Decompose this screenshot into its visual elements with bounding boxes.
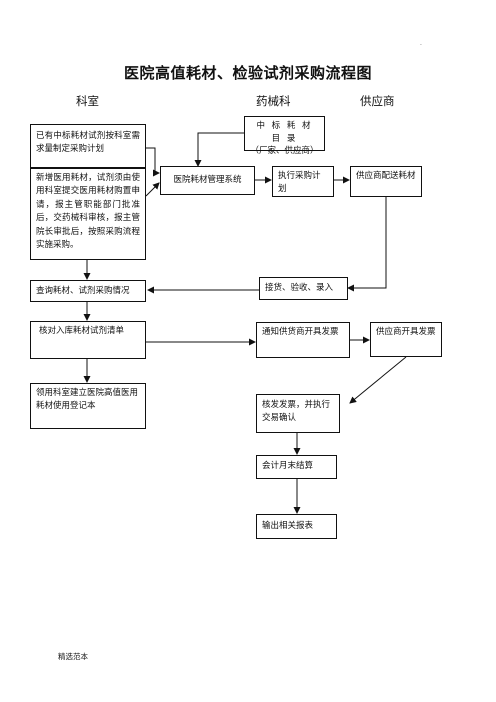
register-box: 领用科室建立医院高值医用耗材使用登记本 <box>30 383 146 429</box>
arrow-catalog-to-system <box>194 132 244 167</box>
notify-invoice-box: 通知供货商开具发票 <box>256 322 350 358</box>
check-list-box: 核对入库耗材试剂清单 <box>30 321 146 359</box>
catalog-subtitle: （厂家、供应商） <box>250 146 319 156</box>
arrow-existing-to-system <box>145 147 160 177</box>
query-box: 查询耗材、试剂采购情况 <box>30 280 146 302</box>
arrow-supplier-invoice-to-verify <box>349 356 407 404</box>
catalog-title: 中 标 耗 材 目 录 <box>256 121 313 144</box>
month-settle-box: 会计月末结算 <box>256 455 337 479</box>
column-header-department: 科室 <box>76 94 99 108</box>
execute-plan-box: 执行采购计划 <box>272 166 334 197</box>
arrow-deliver-to-receive <box>347 196 387 292</box>
catalog-box: 中 标 耗 材 目 录 （厂家、供应商） <box>244 116 325 156</box>
receive-box: 接货、验收、录入 <box>259 277 348 300</box>
supplier-deliver-box: 供应商配送耗材 <box>350 166 422 197</box>
new-request-box: 新增医用耗材，试剂须由使用科室提交医用耗材购置申请，报主管职能部门批准后，交药械… <box>30 168 146 260</box>
system-box: 医院耗材管理系统 <box>160 166 255 195</box>
footer-text: 精选范本 <box>58 652 88 661</box>
page-dot: . <box>420 40 422 47</box>
arrow-request-to-system <box>145 182 160 197</box>
column-header-pharmacy: 药械科 <box>256 94 291 108</box>
verify-invoice-box: 核发发票，并执行交易确认 <box>256 394 340 433</box>
page-title: 医院高值耗材、检验试剂采购流程图 <box>123 64 372 82</box>
existing-plan-box: 已有中标耗材试剂按科室需求量制定采购计划 <box>30 124 146 168</box>
output-report-box: 输出相关报表 <box>256 514 337 539</box>
supplier-invoice-box: 供应商开具发票 <box>370 322 442 357</box>
column-header-supplier: 供应商 <box>360 94 395 108</box>
